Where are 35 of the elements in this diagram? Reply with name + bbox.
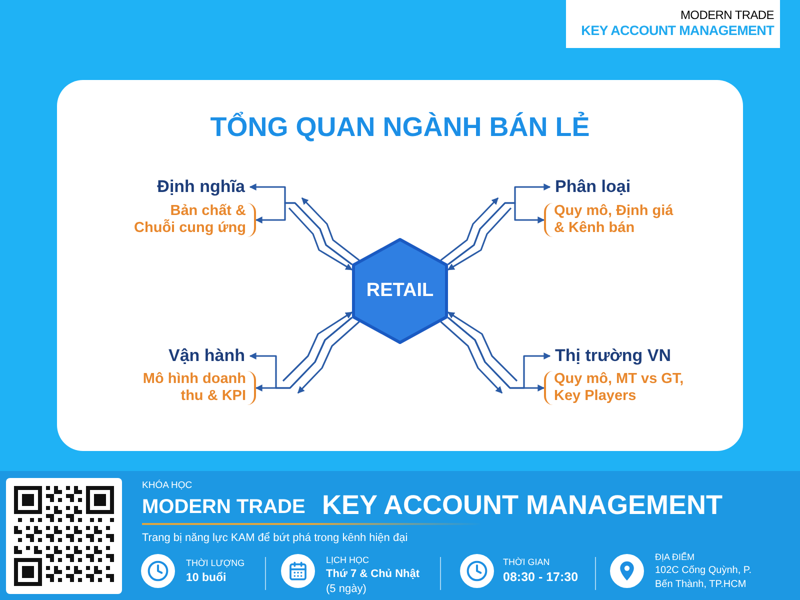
connector-arrow [255, 202, 352, 266]
connector-arrow [448, 202, 545, 266]
topic-heading: Vận hành [120, 345, 250, 367]
info-value: 10 buổi [186, 571, 226, 585]
connector-arrow [440, 321, 503, 394]
info-caption: THỜI LƯỢNG [186, 558, 245, 569]
bracketed-note: Mô hình doanh thu & KPI [106, 371, 256, 405]
course-title: KEY ACCOUNT MANAGEMENT [322, 489, 723, 521]
badge-title: KEY ACCOUNT MANAGEMENT [581, 22, 774, 40]
connector-arrow [282, 312, 353, 382]
topic-heading: Thị trường VN [550, 345, 680, 367]
badge-subtitle: MODERN TRADE [680, 8, 774, 22]
connector-arrow [301, 197, 360, 261]
connector-arrow [288, 207, 353, 270]
diagram-title: TỔNG QUAN NGÀNH BÁN LẺ [210, 111, 590, 143]
bracketed-note: Quy mô, MT vs GT, Key Players [544, 371, 694, 405]
topic-heading: Phân loại [550, 176, 680, 198]
connector-arrow [297, 321, 360, 394]
course-kicker: KHÓA HỌC [142, 480, 192, 492]
info-caption: THỜI GIAN [503, 557, 550, 568]
info-caption: ĐỊA ĐIỂM [655, 552, 695, 563]
connector-arrow [447, 207, 512, 270]
address-text: 102C Cống Quỳnh, P. Bến Thành, TP.HCM [655, 564, 753, 592]
info-value: Thứ 7 & Chủ Nhật [326, 567, 420, 581]
bracketed-note: Bản chất & Chuỗi cung ứng [106, 203, 256, 237]
info-value: 08:30 - 17:30 [503, 569, 578, 585]
topic-heading: Định nghĩa [120, 176, 250, 198]
hexagon-node: RETAIL [352, 238, 448, 344]
course-tagline: Trang bị năng lực KAM để bứt phá trong kênh hiện đại [142, 531, 408, 545]
connector-arrow [440, 197, 499, 261]
course-title-lead: MODERN TRADE [142, 495, 306, 520]
bracketed-note: Quy mô, Định giá & Kênh bán [544, 203, 684, 237]
info-note: (5 ngày) [326, 582, 366, 596]
connector-arrow [447, 312, 518, 382]
info-caption: LỊCH HỌC [326, 555, 370, 566]
